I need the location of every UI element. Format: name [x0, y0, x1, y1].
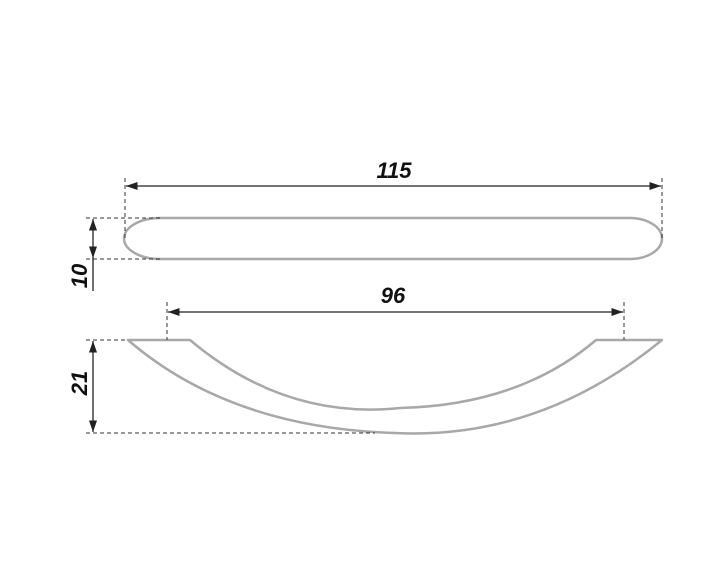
top-view: 115 10 [67, 158, 664, 291]
length-label: 115 [376, 158, 412, 183]
top-view-outline [122, 216, 664, 261]
spacing-label: 96 [381, 283, 406, 308]
thickness-label: 10 [67, 263, 92, 288]
side-view-outline [126, 338, 664, 435]
extension-lines-side [86, 302, 625, 434]
height-label: 21 [67, 371, 92, 396]
side-view: 96 21 [67, 283, 664, 435]
extension-lines-top [86, 178, 663, 260]
